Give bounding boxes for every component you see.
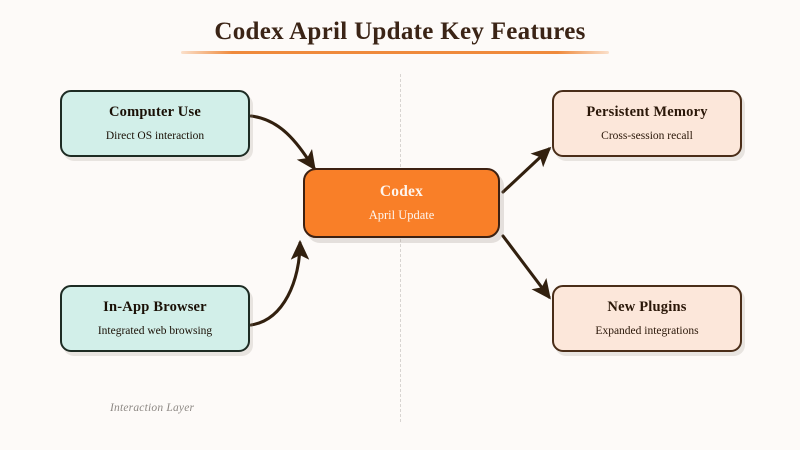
- node-new-plugins-subtitle: Expanded integrations: [595, 324, 699, 337]
- arrow-codex-to-persistent-memory: [501, 146, 552, 194]
- node-codex-subtitle: April Update: [368, 208, 435, 223]
- node-inapp-browser-title: In-App Browser: [103, 299, 207, 316]
- node-persistent-memory-title: Persistent Memory: [586, 104, 708, 121]
- arrow-codex-to-new-plugins: [501, 234, 551, 300]
- node-inapp-browser-subtitle: Integrated web browsing: [97, 324, 213, 337]
- node-inapp-browser[interactable]: In-App Browser Integrated web browsing: [60, 285, 250, 352]
- title-underline-rule: [181, 51, 609, 54]
- node-codex-center[interactable]: Codex April Update: [303, 168, 500, 238]
- node-computer-use-subtitle: Direct OS interaction: [105, 129, 205, 142]
- node-computer-use-title: Computer Use: [109, 104, 201, 121]
- node-new-plugins[interactable]: New Plugins Expanded integrations: [552, 285, 742, 352]
- node-new-plugins-title: New Plugins: [607, 299, 687, 316]
- node-persistent-memory[interactable]: Persistent Memory Cross-session recall: [552, 90, 742, 157]
- arrow-inapp-browser-to-codex: [249, 239, 310, 327]
- footnote-interaction-layer: Interaction Layer: [110, 402, 195, 414]
- node-codex-title: Codex: [379, 183, 424, 201]
- page-title: Codex April Update Key Features: [214, 18, 586, 45]
- vertical-dashed-divider: [400, 74, 401, 422]
- arrow-computer-use-to-codex: [249, 114, 316, 171]
- node-computer-use[interactable]: Computer Use Direct OS interaction: [60, 90, 250, 157]
- page-title-container: Codex April Update Key Features: [0, 18, 800, 46]
- node-persistent-memory-subtitle: Cross-session recall: [601, 129, 693, 142]
